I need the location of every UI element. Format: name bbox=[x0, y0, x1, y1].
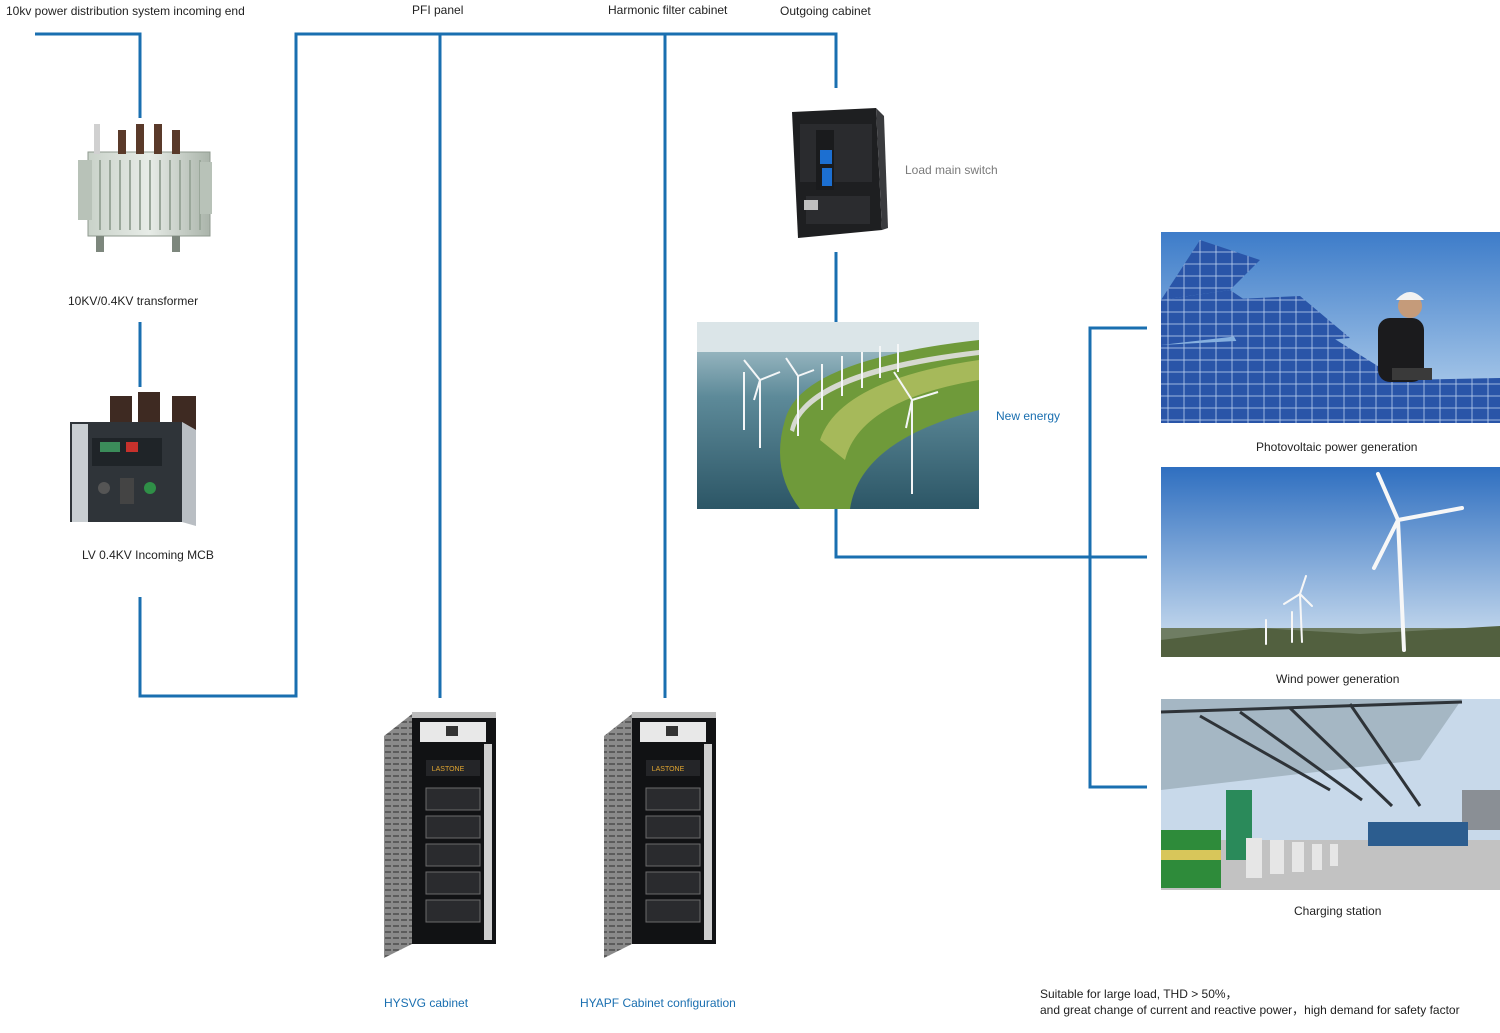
wind-power-label: Wind power generation bbox=[1276, 672, 1400, 686]
connection-lines bbox=[35, 32, 1147, 789]
transformer-label: 10KV/0.4KV transformer bbox=[68, 294, 199, 308]
note-line-1: Suitable for large load, THD > 50%， bbox=[1040, 987, 1238, 1001]
incoming-end-label: 10kv power distribution system incoming … bbox=[6, 4, 245, 18]
application-note: Suitable for large load, THD > 50%， and … bbox=[1040, 986, 1460, 1018]
harmonic-filter-label: Harmonic filter cabinet bbox=[608, 3, 728, 17]
charging-station-label: Charging station bbox=[1294, 904, 1382, 918]
hysvg-cabinet-image bbox=[384, 712, 496, 958]
mcb-label: LV 0.4KV Incoming MCB bbox=[82, 548, 214, 562]
hyapf-cabinet-image bbox=[604, 712, 716, 958]
hyapf-brand: LASTONE bbox=[652, 766, 685, 773]
photovoltaic-image bbox=[1161, 232, 1500, 423]
note-line-2: and great change of current and reactive… bbox=[1040, 1003, 1460, 1017]
mcb-image bbox=[70, 392, 196, 526]
line-branch-vertical bbox=[1088, 326, 1147, 789]
load-switch-image bbox=[792, 108, 888, 238]
transformer-image bbox=[78, 124, 212, 252]
line-incoming bbox=[35, 32, 142, 118]
wind-power-image bbox=[1161, 467, 1500, 657]
outgoing-cabinet-label: Outgoing cabinet bbox=[780, 4, 871, 18]
charging-station-image bbox=[1160, 699, 1500, 890]
load-switch-label: Load main switch bbox=[905, 163, 998, 177]
new-energy-label: New energy bbox=[996, 409, 1061, 423]
new-energy-image bbox=[697, 322, 979, 509]
line-mcb-bus bbox=[138, 32, 838, 698]
hysvg-brand: LASTONE bbox=[432, 766, 465, 773]
photovoltaic-label: Photovoltaic power generation bbox=[1256, 440, 1418, 454]
pfi-panel-label: PFI panel bbox=[412, 3, 464, 17]
hyapf-label: HYAPF Cabinet configuration bbox=[580, 996, 736, 1010]
line-energy-branch bbox=[834, 509, 1147, 559]
hysvg-label: HYSVG cabinet bbox=[384, 996, 469, 1010]
